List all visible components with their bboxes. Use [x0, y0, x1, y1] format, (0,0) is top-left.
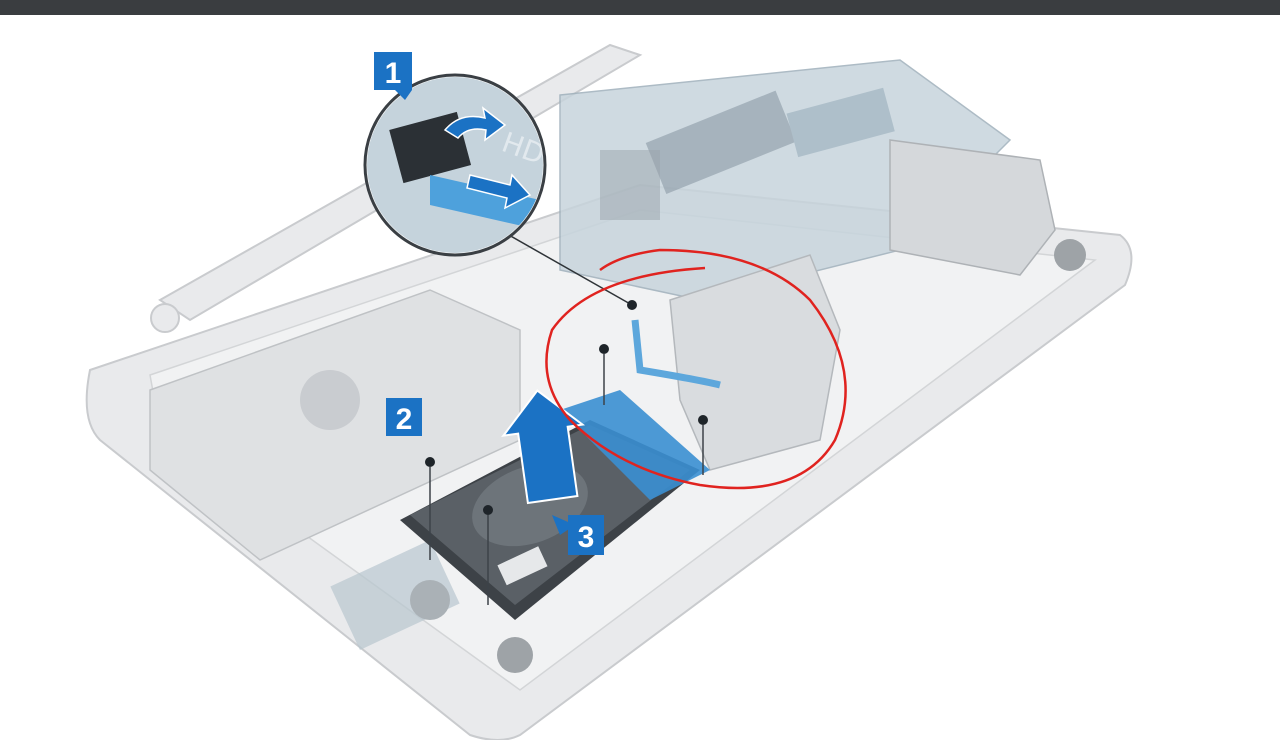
hinge-pivot-left — [150, 303, 180, 333]
zoom-leader-line — [499, 229, 633, 306]
screw — [483, 505, 493, 605]
speaker-right — [1054, 239, 1086, 271]
connector-zoom-inset: HDD — [363, 73, 547, 257]
hdd-cable — [631, 319, 721, 389]
svg-text:2: 2 — [396, 403, 413, 436]
screw — [698, 415, 708, 475]
callout-2: 2 — [386, 398, 422, 436]
heat-sink — [600, 150, 660, 220]
laptop-hdd-removal-diagram: HDD 1 2 3 — [85, 43, 1133, 741]
screw — [425, 457, 435, 560]
window-top-bar — [0, 0, 1280, 15]
callout-3: 3 — [552, 515, 604, 555]
zoomed-hdd-cable — [430, 175, 540, 230]
hdd-interposer-board — [560, 390, 710, 500]
connector-point — [627, 300, 637, 310]
memory-module — [645, 90, 797, 195]
screws — [425, 344, 708, 605]
callout-1: 1 — [374, 52, 412, 100]
speaker-left — [497, 637, 533, 673]
screw — [599, 344, 609, 405]
io-board — [330, 540, 460, 650]
board-chip — [786, 87, 895, 158]
battery-pack — [889, 139, 1056, 276]
touchpad-bracket — [669, 254, 841, 471]
svg-text:3: 3 — [578, 521, 595, 554]
red-annotation-circle — [545, 248, 847, 490]
illustration-canvas: HDD 1 2 3 — [0, 15, 1280, 741]
hdd-bay-hub — [300, 370, 360, 430]
coin-cell-battery — [410, 580, 450, 620]
svg-text:1: 1 — [385, 57, 402, 90]
open-latch-arrow — [443, 106, 507, 142]
disconnect-cable-arrow — [466, 173, 532, 210]
